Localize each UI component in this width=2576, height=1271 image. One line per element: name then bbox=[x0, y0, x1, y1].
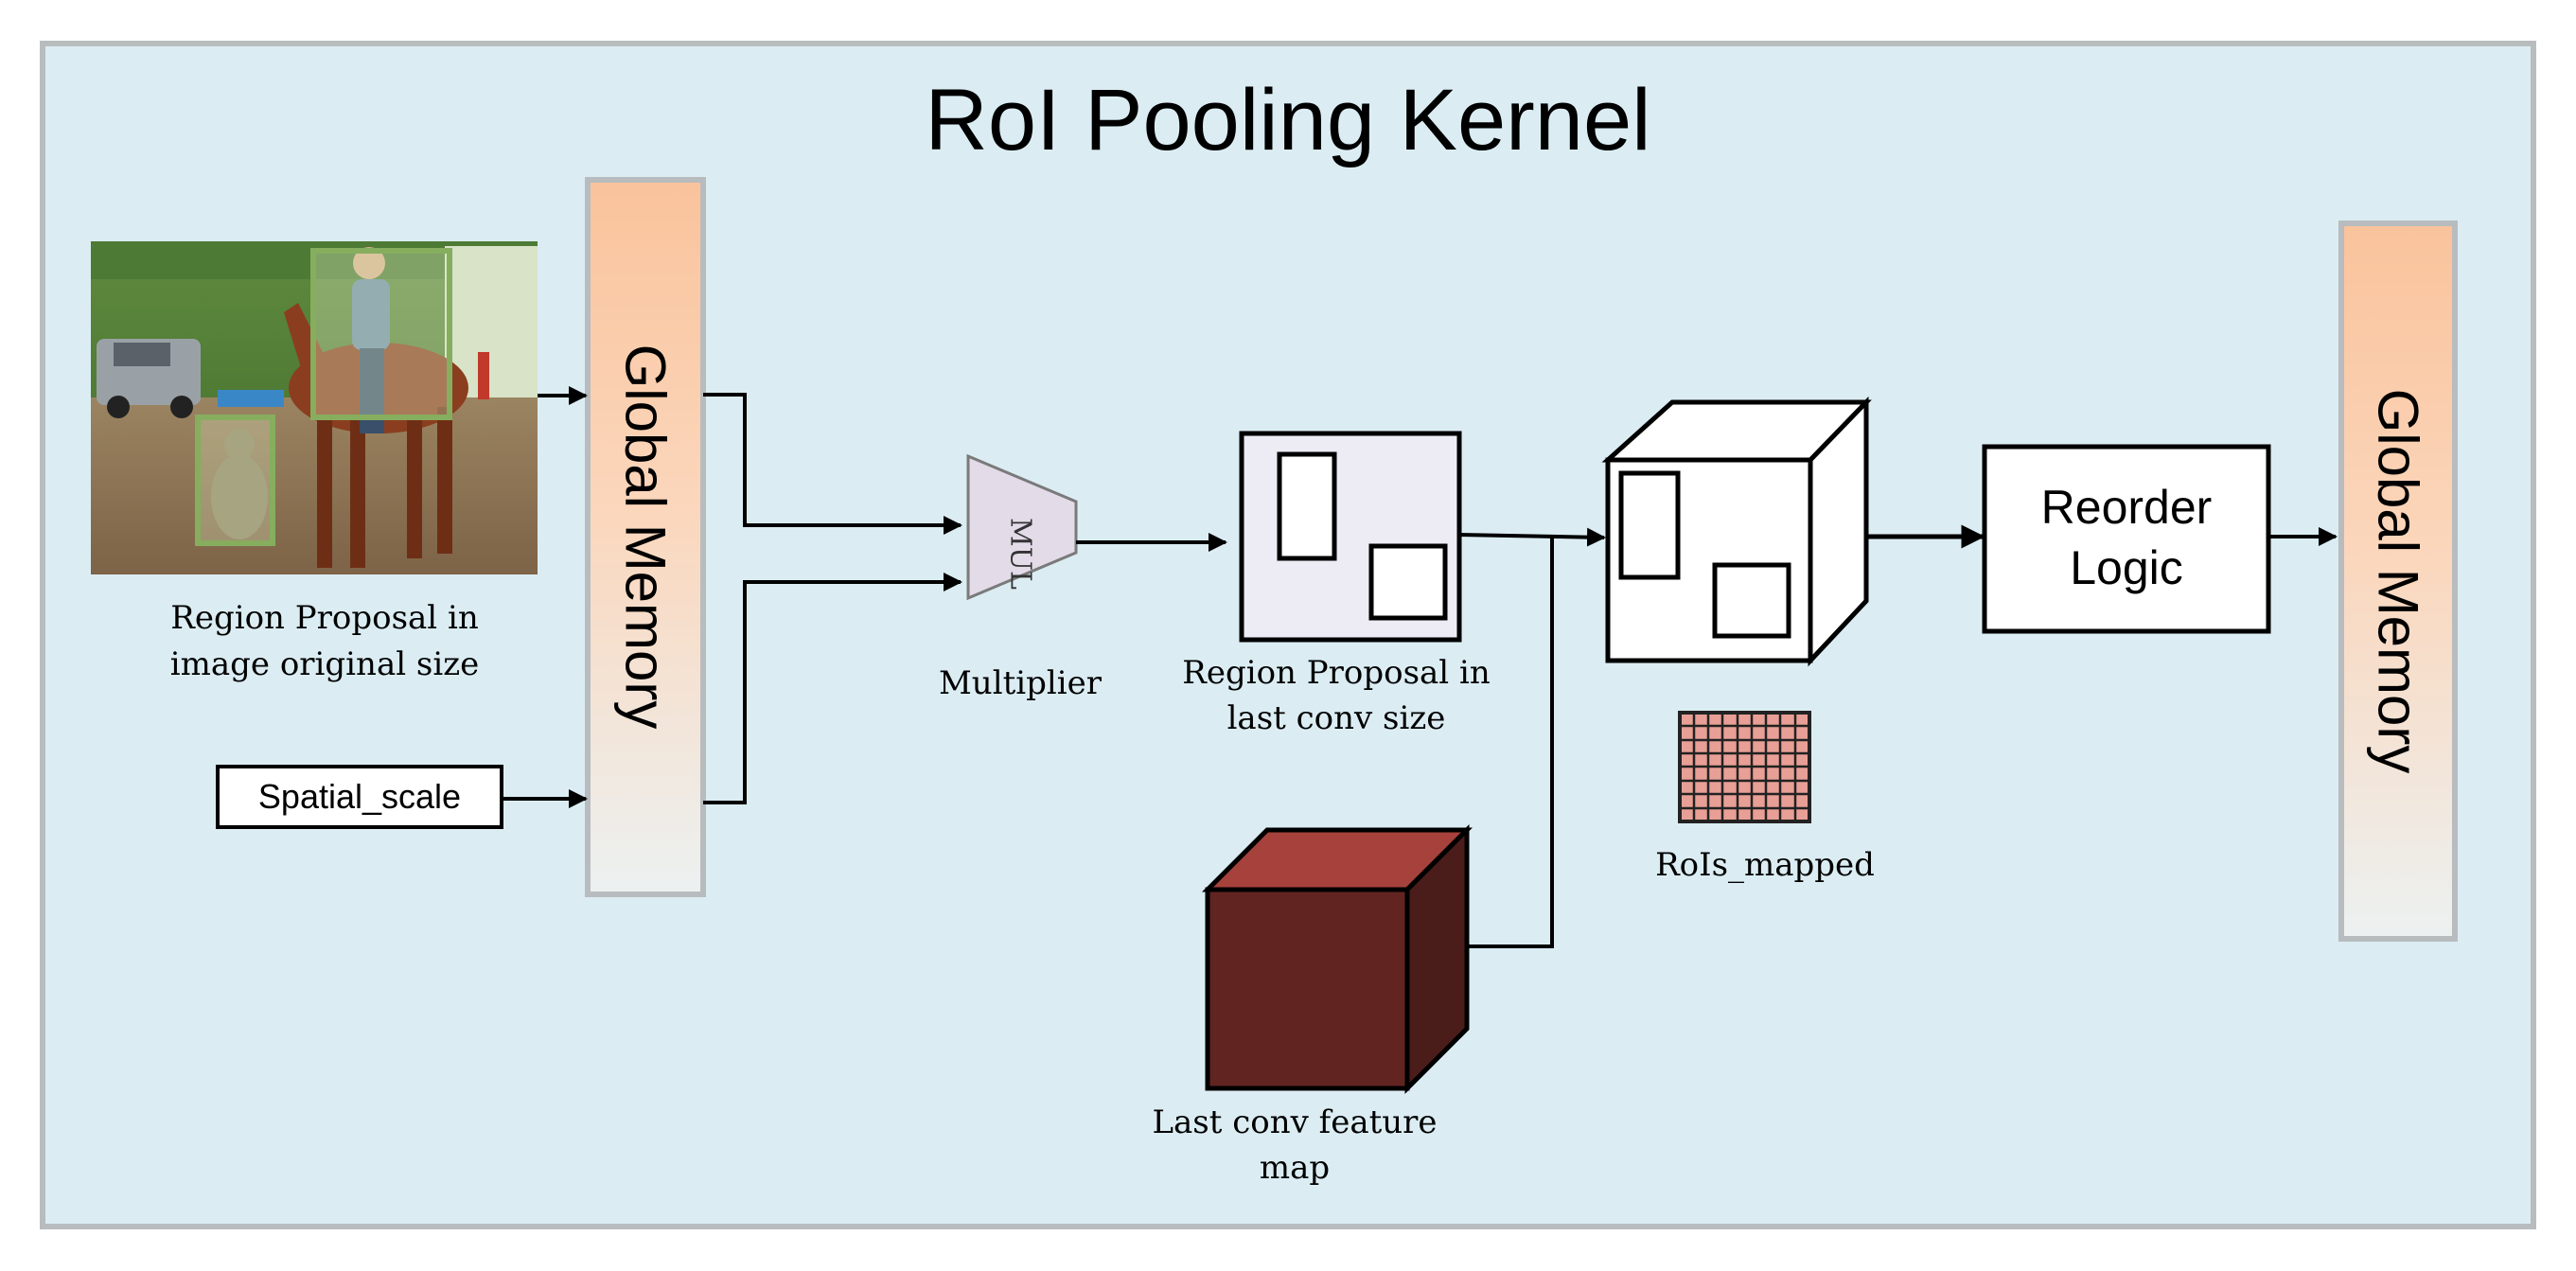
feature-map-caption-line1: Last conv feature bbox=[1152, 1103, 1437, 1141]
rois-mapped-grid bbox=[1678, 711, 1811, 823]
global-memory-left-label: Global Memory bbox=[614, 344, 678, 730]
feature-map-cube bbox=[1201, 823, 1473, 1095]
feature-map-caption-line2: map bbox=[1260, 1149, 1330, 1187]
multiplier-block bbox=[966, 453, 1078, 601]
connector-memory-to-mul-top bbox=[703, 393, 962, 535]
image-caption-line2: image original size bbox=[170, 645, 480, 683]
reorder-logic-line2: Logic bbox=[2070, 541, 2183, 594]
reorder-logic-box bbox=[1982, 444, 2271, 634]
region-proposal-image bbox=[91, 241, 538, 574]
roi-rect-tall bbox=[1618, 470, 1681, 580]
proposal-caption-line1: Region Proposal in bbox=[1182, 654, 1491, 692]
roi-rect-square bbox=[1712, 562, 1791, 639]
bbox-person bbox=[310, 248, 452, 420]
proposal-rect-square bbox=[1368, 543, 1448, 621]
spatial-scale-box bbox=[216, 765, 503, 829]
connector-feature-map-to-rois bbox=[1467, 538, 1554, 948]
global-memory-right bbox=[2338, 221, 2458, 942]
image-caption-line1: Region Proposal in bbox=[170, 599, 479, 637]
bbox-cat bbox=[195, 415, 275, 546]
diagram-title: RoI Pooling Kernel bbox=[925, 72, 1650, 168]
global-memory-right-label: Global Memory bbox=[2367, 389, 2430, 774]
proposal-caption-line2: last conv size bbox=[1227, 699, 1446, 737]
global-memory-left bbox=[585, 177, 706, 897]
arrow-proposal-to-rois bbox=[1458, 527, 1606, 547]
spatial-scale-label: Spatial_scale bbox=[258, 777, 461, 816]
connector-memory-to-mul-bottom bbox=[703, 573, 962, 804]
multiplier-symbol: MUL bbox=[1004, 518, 1037, 590]
reorder-logic-line1: Reorder bbox=[2041, 481, 2213, 534]
multiplier-caption: Multiplier bbox=[939, 664, 1103, 702]
rois-mapped-caption: RoIs_mapped bbox=[1655, 846, 1875, 884]
proposal-rect-tall bbox=[1277, 451, 1337, 561]
rois-cube bbox=[1601, 396, 1872, 667]
cat-shape bbox=[211, 430, 268, 539]
